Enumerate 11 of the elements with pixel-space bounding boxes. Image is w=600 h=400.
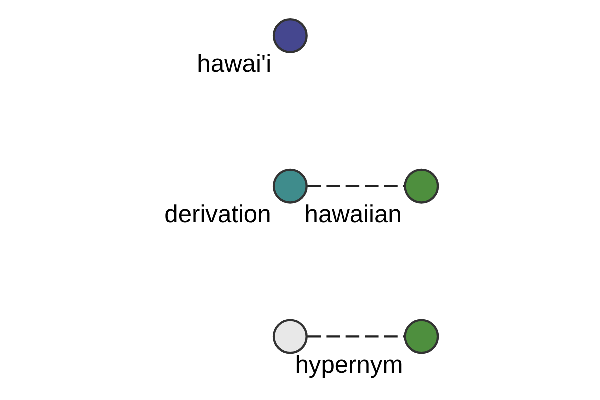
node-label: hawai'i: [197, 51, 272, 78]
connector: [308, 185, 405, 188]
node-label: hypernym: [295, 352, 404, 379]
connector: [308, 336, 405, 338]
node-circle: [272, 319, 308, 354]
node-label: hawaiian: [304, 201, 402, 228]
node-circle: [272, 18, 308, 54]
node-circle: [272, 168, 308, 204]
node-label: derivation: [164, 201, 272, 228]
node-circle: [404, 319, 440, 354]
node-circle: [404, 168, 440, 204]
